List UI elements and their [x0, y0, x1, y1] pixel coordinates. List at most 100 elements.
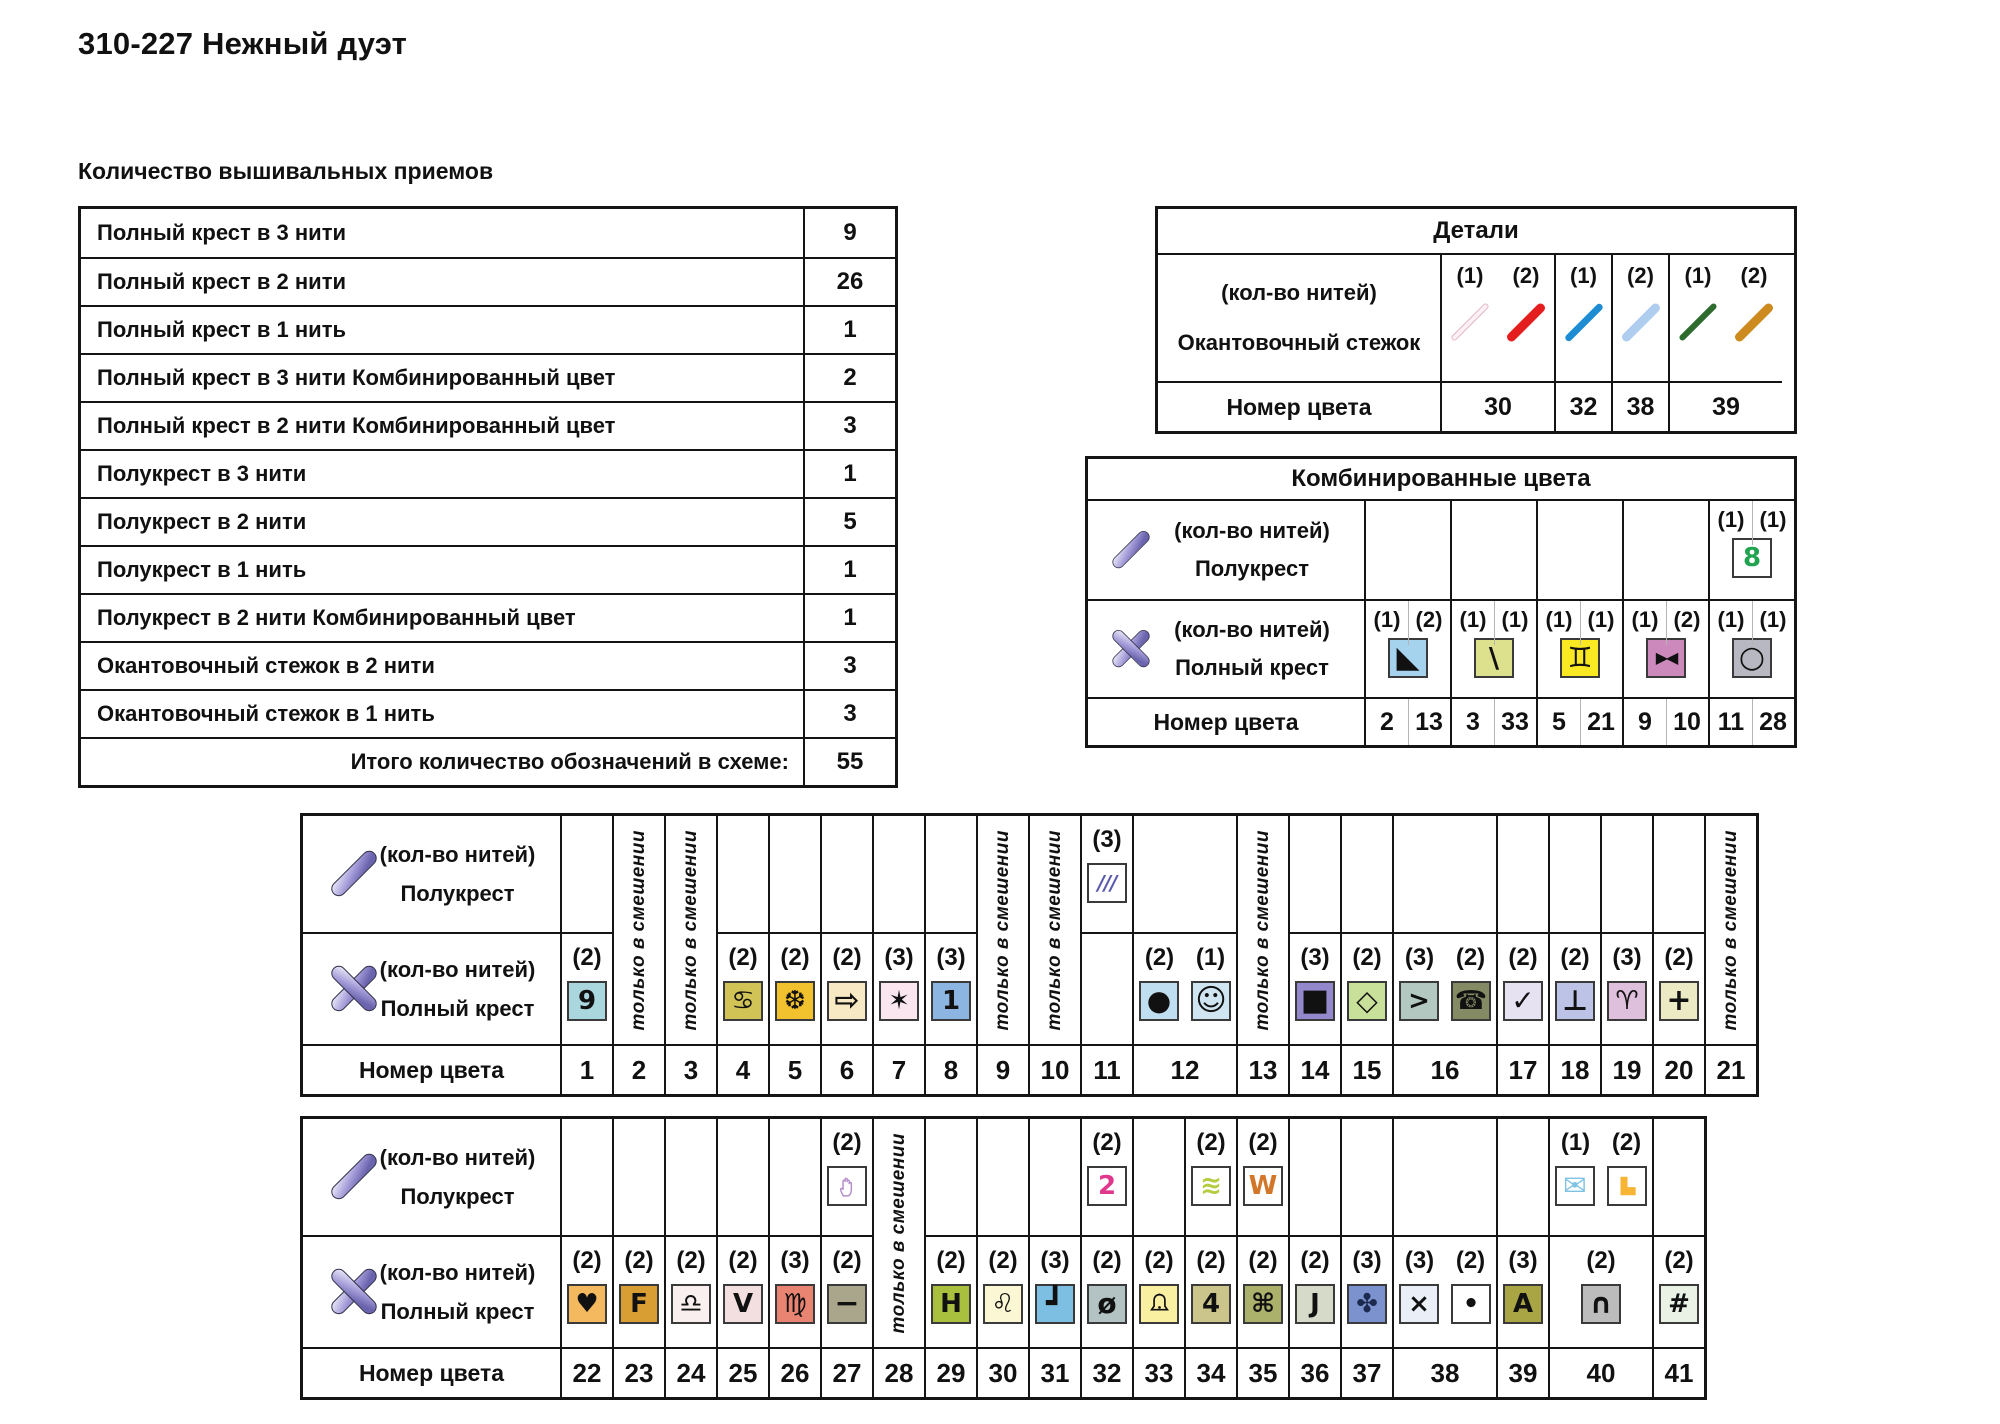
full-cross-cell: (2)❆: [770, 934, 820, 1046]
color-number-cell: 8: [943, 1054, 959, 1085]
technique-count: 55: [803, 739, 895, 785]
half-cross-label: Полукрест: [400, 1183, 515, 1209]
full-cross-cell: (3)♍: [770, 1237, 820, 1349]
technique-row: Полный крест в 2 нити Комбинированный цв…: [81, 401, 895, 449]
color-number-cell: 11: [1093, 1054, 1121, 1085]
thread-counts: (2): [1134, 1237, 1184, 1275]
symbol-box: −: [827, 1284, 867, 1324]
thread-count: (2): [1512, 263, 1540, 288]
thread-count: (2): [1144, 944, 1175, 971]
thread-count: (2): [1248, 1247, 1278, 1274]
technique-label: Итого количество обозначений в схеме:: [350, 749, 789, 774]
threads-count-label: (кол-во нитей): [1221, 279, 1377, 305]
color-number-cell: 15: [1352, 1054, 1382, 1085]
thread-count: (2): [1415, 607, 1443, 632]
full-cross-cell: (2) ⌘: [1238, 1237, 1288, 1349]
color-number-cell: 30: [1484, 392, 1512, 421]
half-cross-cell: [1342, 816, 1392, 934]
symbol-box: ×: [1399, 1284, 1439, 1324]
color-number-label: Номер цвета: [1226, 393, 1372, 420]
legend-column: (2)(2)−27: [820, 1119, 872, 1397]
thread-count: (2): [1455, 944, 1486, 971]
color-number: 10: [1673, 707, 1701, 736]
symbol-box: ⌘: [1243, 1284, 1283, 1324]
pair-divider: [1494, 601, 1495, 645]
technique-count: 9: [803, 209, 895, 257]
thread-counts: (2)(1): [1134, 934, 1236, 972]
half-cross-cell: [562, 816, 612, 934]
color-number-cell: 32: [1569, 392, 1598, 421]
page-title: 310-227 Нежный дуэт: [78, 26, 408, 61]
symbols-row: ■: [1290, 981, 1340, 1021]
color-number-cell: 18: [1560, 1054, 1590, 1085]
combined-table-body: (кол-во нитей) Полукрест (кол-во нитей) …: [1088, 501, 1794, 745]
color-number-cell: 22: [572, 1357, 602, 1388]
thread-counts: (3): [1498, 1237, 1548, 1275]
legend-column: (2)⊥18: [1548, 816, 1600, 1094]
mix-only-cell: только в смешении: [1706, 816, 1756, 1046]
half-cross-cell: [822, 816, 872, 934]
color-number-cell: 16: [1430, 1054, 1460, 1085]
symbols-row: ✓: [1498, 981, 1548, 1021]
half-cross-cell: [1654, 1119, 1704, 1237]
symbol-box: 8: [1732, 538, 1772, 578]
pair-divider: [1666, 601, 1667, 645]
half-cross-label-cell: (кол-во нитей)Полукрест: [303, 816, 560, 934]
thread-counts: (2): [718, 934, 768, 972]
thread-counts: (1)(1): [1452, 601, 1536, 633]
backstitch-label-cell: (кол-во нитей) Окантовочный стежок: [1158, 255, 1440, 383]
symbols-row: W: [1238, 1166, 1288, 1206]
symbols-row: ♥: [562, 1284, 612, 1324]
details-color-groups: (1)(2)30(1)32(2)38(1)(2)39: [1440, 255, 1794, 431]
symbols-row: ⌘: [1238, 1284, 1288, 1324]
thread-count: (2): [676, 1247, 706, 1274]
half-cross-cell: (2): [822, 1119, 872, 1237]
thread-counts: (3): [1290, 934, 1340, 972]
thread-counts: (2): [926, 1237, 976, 1275]
bell-icon: [1149, 1292, 1169, 1311]
backstitch-line: [1443, 293, 1497, 351]
thread-count: (2): [780, 944, 810, 971]
half-cross-cell: [926, 816, 976, 934]
symbol-box: ┛: [1035, 1284, 1075, 1324]
half-cross-cell: [770, 1119, 820, 1237]
half-cross-cell: [1290, 816, 1340, 934]
details-color-group: (2)38: [1611, 255, 1668, 431]
full-cross-cell: (1)(1)♊: [1538, 601, 1622, 699]
color-number-cell: 3: [683, 1054, 699, 1085]
half-cross-cell: [1550, 816, 1600, 934]
symbols-row: ◇: [1342, 981, 1392, 1021]
color-number-cell: 35: [1248, 1357, 1278, 1388]
legend-column: (3)✤37: [1340, 1119, 1392, 1397]
thread-count: (1): [1501, 607, 1529, 632]
pair-divider: [1580, 699, 1581, 745]
color-number-cell: 12: [1170, 1054, 1200, 1085]
thread-counts: (1)(2): [1670, 255, 1782, 289]
technique-label: Окантовочный стежок в 2 нити: [97, 653, 435, 678]
technique-count: 1: [803, 451, 895, 497]
mix-only-label: только в смешении: [1044, 829, 1065, 1031]
legend-column: (3)///11: [1080, 816, 1132, 1094]
color-number-cell: 29: [936, 1357, 966, 1388]
full-cross-cell: (1)(2)▶◀: [1624, 601, 1708, 699]
legend-column: (2)#41: [1652, 1119, 1704, 1397]
color-number-cell: 30: [988, 1357, 1018, 1388]
thread-count: (2): [1092, 1247, 1122, 1274]
thread-counts: (2): [978, 1237, 1028, 1275]
thread-count: (3): [1040, 1247, 1070, 1274]
technique-row: Полный крест в 3 нити Комбинированный цв…: [81, 353, 895, 401]
half-cross-cell: [1498, 1119, 1548, 1237]
backstitch-line: [1727, 293, 1781, 351]
symbol-box: ♌: [983, 1284, 1023, 1324]
full-cross-cell: (2)ø: [1082, 1237, 1132, 1349]
color-number-cell: 38: [1626, 392, 1655, 421]
full-cross-cell: (2)(1)●☺: [1134, 934, 1236, 1046]
full-cross-cell: (1)(1)\: [1452, 601, 1536, 699]
